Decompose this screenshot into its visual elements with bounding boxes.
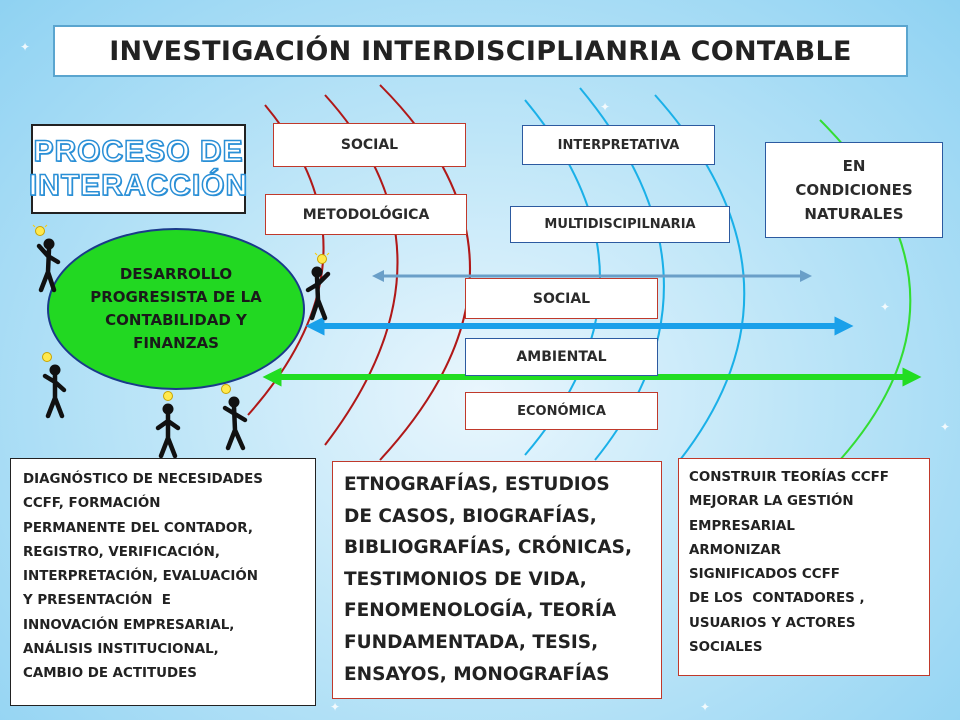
etnografias-line: ENSAYOS, MONOGRAFÍAS xyxy=(344,663,610,685)
diagnostico-box: DIAGNÓSTICO DE NECESIDADES CCFF, FORMACI… xyxy=(10,458,316,706)
naturales-line-3: NATURALES xyxy=(804,205,904,223)
etnografias-line: TESTIMONIOS DE VIDA, xyxy=(344,568,587,590)
lightbulb-icon xyxy=(32,224,48,236)
lightbulb-icon xyxy=(163,391,173,401)
lightbulb-icon xyxy=(221,384,231,394)
thinking-person-icon xyxy=(155,391,181,459)
diagnostico-line: Y PRESENTACIÓN E xyxy=(23,593,171,609)
etnografias-line: FENOMENOLOGÍA, TEORÍA xyxy=(344,600,617,622)
label-economica: ECONÓMICA xyxy=(465,392,658,430)
diagnostico-line: REGISTRO, VERIFICACIÓN, xyxy=(23,544,220,560)
construir-line: DE LOS CONTADORES , xyxy=(689,591,865,607)
diagnostico-line: INTERPRETACIÓN, EVALUACIÓN xyxy=(23,569,258,585)
diagnostico-line: CCFF, FORMACIÓN xyxy=(23,496,161,512)
label-interpretativa: INTERPRETATIVA xyxy=(522,125,715,165)
label-social-top: SOCIAL xyxy=(273,123,466,167)
desarrollo-ellipse: DESARROLLO PROGRESISTA DE LA CONTABILIDA… xyxy=(47,228,305,390)
construir-line: ARMONIZAR xyxy=(689,542,781,558)
diagnostico-line: CAMBIO DE ACTITUDES xyxy=(23,666,197,682)
label-metodologica: METODOLÓGICA xyxy=(265,194,467,235)
naturales-line-1: EN xyxy=(842,157,866,175)
construir-line: SOCIALES xyxy=(689,640,763,656)
diagnostico-line: PERMANENTE DEL CONTADOR, xyxy=(23,520,253,536)
lightbulb-icon xyxy=(42,352,52,362)
etnografias-line: BIBLIOGRAFÍAS, CRÓNICAS, xyxy=(344,537,633,559)
proceso-line-1: PROCESO DE xyxy=(33,134,244,169)
etnografias-line: ETNOGRAFÍAS, ESTUDIOS xyxy=(344,474,610,495)
lightbulb-icon xyxy=(314,252,330,264)
ellipse-text: DESARROLLO PROGRESISTA DE LA CONTABILIDA… xyxy=(90,265,262,352)
label-condiciones-naturales: EN CONDICIONES NATURALES xyxy=(765,142,943,238)
diagnostico-line: INNOVACIÓN EMPRESARIAL, xyxy=(23,617,235,633)
label-multidisciplinaria: MULTIDISCIPILNARIA xyxy=(510,206,730,243)
diagnostico-line: ANÁLISIS INSTITUCIONAL, xyxy=(23,642,219,658)
construir-line: EMPRESARIAL xyxy=(689,518,795,534)
etnografias-box: ETNOGRAFÍAS, ESTUDIOS DE CASOS, BIOGRAFÍ… xyxy=(332,461,662,699)
construir-box: CONSTRUIR TEORÍAS CCFF MEJORAR LA GESTIÓ… xyxy=(678,458,930,676)
etnografias-line: DE CASOS, BIOGRAFÍAS, xyxy=(344,505,597,527)
thinking-person-icon xyxy=(221,384,248,451)
proceso-interaccion-label: PROCESO DE INTERACCIÓN xyxy=(28,124,249,214)
thinking-person-icon xyxy=(32,224,61,293)
thinking-person-icon xyxy=(42,352,67,419)
construir-line: CONSTRUIR TEORÍAS CCFF xyxy=(689,470,889,485)
label-ambiental: AMBIENTAL xyxy=(465,338,658,376)
thinking-person-icon xyxy=(305,252,331,321)
etnografias-line: FUNDAMENTADA, TESIS, xyxy=(344,631,599,653)
construir-line: USUARIOS Y ACTORES xyxy=(689,615,856,631)
label-social-mid: SOCIAL xyxy=(465,278,658,319)
construir-line: SIGNIFICADOS CCFF xyxy=(689,567,840,583)
page-title: INVESTIGACIÓN INTERDISCIPLIANRIA CONTABL… xyxy=(53,25,908,77)
diagnostico-line: DIAGNÓSTICO DE NECESIDADES xyxy=(23,472,263,487)
proceso-line-2: INTERACCIÓN xyxy=(28,168,249,203)
construir-line: MEJORAR LA GESTIÓN xyxy=(689,494,854,510)
naturales-line-2: CONDICIONES xyxy=(795,181,913,199)
